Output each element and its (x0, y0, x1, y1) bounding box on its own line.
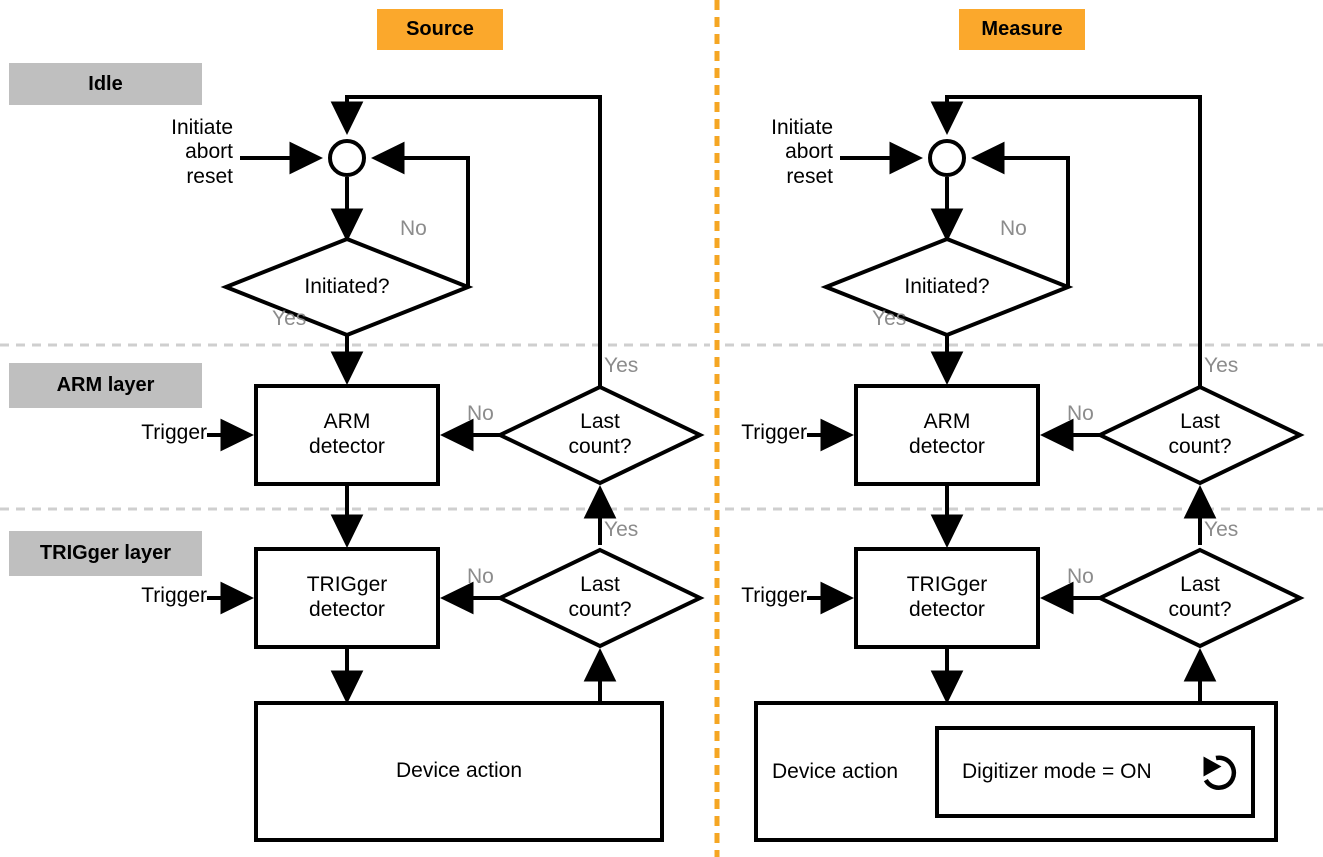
header-measure-label: Measure (981, 18, 1063, 40)
trigger-label-trig-measure: Trigger (741, 584, 807, 607)
loop-arrow-icon (1203, 755, 1237, 790)
diamond-last-count-trig-source (495, 547, 705, 649)
box-trigger-detector-source (254, 547, 440, 649)
branch-no-last-count-arm-measure: No (1067, 402, 1094, 425)
trigger-label-arm-measure: Trigger (741, 421, 807, 444)
measure-panel-graphics (754, 95, 1305, 842)
diamond-initiated-measure (820, 236, 1074, 338)
label-idle: Idle (9, 63, 202, 105)
junction-node-measure (928, 139, 966, 177)
junction-node-source (328, 139, 366, 177)
trigger-label-trig-source: Trigger (141, 584, 207, 607)
branch-yes-last-count-arm-source: Yes (604, 354, 639, 377)
box-trigger-detector-measure (854, 547, 1040, 649)
branch-no-last-count-trig-measure: No (1067, 565, 1094, 588)
branch-no-initiated-source: No (400, 217, 427, 240)
diamond-initiated-source (220, 236, 474, 338)
entry-label-measure: Initiate abort reset (771, 116, 833, 188)
box-digitizer-mode (935, 726, 1255, 818)
header-source-label: Source (406, 18, 474, 40)
header-source: Source (377, 9, 503, 50)
branch-yes-last-count-trig-measure: Yes (1204, 518, 1239, 541)
box-device-action-measure-label: Device action (772, 760, 899, 783)
entry-label-source: Initiate abort reset (171, 116, 233, 188)
box-arm-detector-source (254, 384, 440, 486)
digitizer-mode-label: Digitizer mode = ON (962, 760, 1152, 783)
branch-no-initiated-measure: No (1000, 217, 1027, 240)
branch-yes-last-count-arm-measure: Yes (1204, 354, 1239, 377)
diamond-last-count-arm-measure (1095, 384, 1305, 486)
label-trigger-layer-text: TRIGger layer (39, 542, 172, 564)
header-measure: Measure (959, 9, 1085, 50)
branch-yes-last-count-trig-source: Yes (604, 518, 639, 541)
branch-no-last-count-arm-source: No (467, 402, 494, 425)
branch-no-last-count-trig-source: No (467, 565, 494, 588)
label-arm-layer-text: ARM layer (56, 374, 155, 396)
label-trigger-layer: TRIGger layer (9, 531, 202, 576)
diamond-last-count-arm-source (495, 384, 705, 486)
horizontal-separators (0, 343, 1323, 511)
box-arm-detector-measure (854, 384, 1040, 486)
box-device-action-source (254, 701, 664, 842)
trigger-label-arm-source: Trigger (141, 421, 207, 444)
branch-yes-initiated-source: Yes (272, 307, 307, 330)
branch-yes-initiated-measure: Yes (872, 307, 907, 330)
diamond-last-count-trig-measure (1095, 547, 1305, 649)
source-panel-graphics (207, 95, 705, 842)
label-idle-text: Idle (88, 72, 123, 95)
label-arm-layer: ARM layer (9, 363, 202, 408)
